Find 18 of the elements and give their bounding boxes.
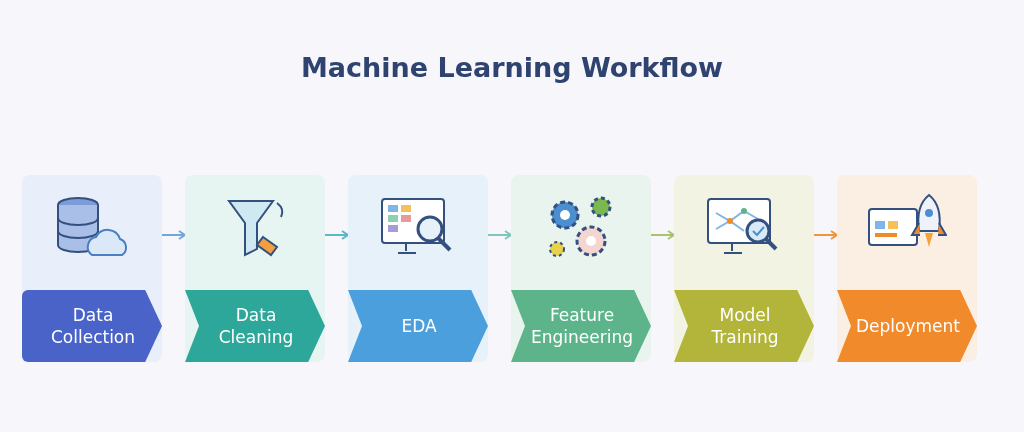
step-label: Data Cleaning (185, 290, 325, 362)
step-label: EDA (348, 290, 488, 362)
step-card (511, 175, 651, 362)
step-label: Deployment (837, 290, 977, 362)
step-card (837, 175, 977, 362)
step-card (185, 175, 325, 362)
step-label: Data Collection (22, 290, 162, 362)
diagram-title: Machine Learning Workflow (300, 52, 724, 83)
step-label: Model Training (674, 290, 814, 362)
step-card (348, 175, 488, 362)
arrow (487, 230, 512, 240)
step-card (674, 175, 814, 362)
arrow (650, 230, 675, 240)
arrow (813, 230, 838, 240)
step-card (22, 175, 162, 362)
arrow (161, 230, 186, 240)
arrow (324, 230, 349, 240)
step-label: Feature Engineering (511, 290, 651, 362)
